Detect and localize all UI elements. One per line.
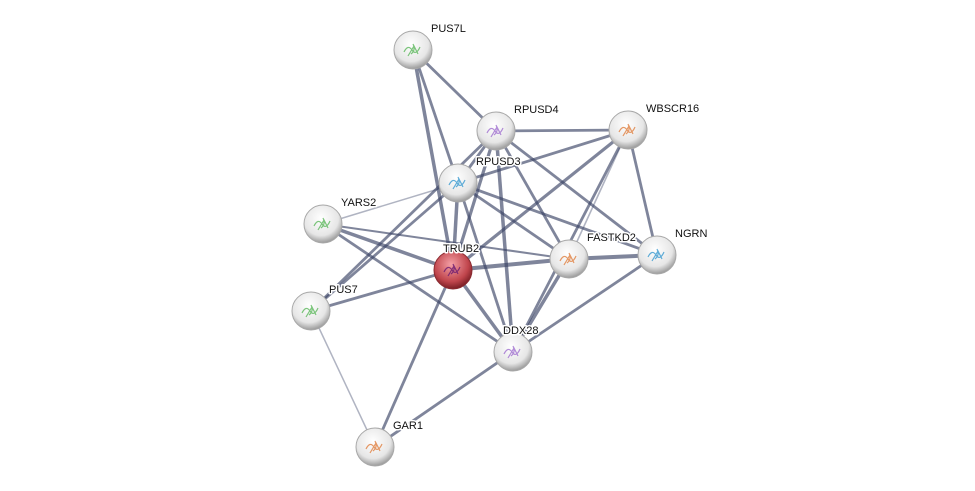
- node-bubble[interactable]: [433, 250, 473, 290]
- node-ddx28[interactable]: DDX28: [493, 324, 540, 372]
- node-bubble[interactable]: [493, 332, 533, 372]
- node-bubble[interactable]: [438, 163, 478, 203]
- node-label: GAR1: [393, 420, 423, 432]
- node-bubble[interactable]: [291, 291, 331, 331]
- edge-trub2-pus7[interactable]: [310, 268, 454, 313]
- node-bubble[interactable]: [476, 111, 516, 151]
- edge-rpusd4-trub2[interactable]: [451, 130, 498, 271]
- protein-structure-icon: [647, 248, 665, 262]
- node-wbscr16[interactable]: WBSCR16: [608, 102, 701, 150]
- edge-rpusd3-yars2[interactable]: [322, 182, 459, 225]
- node-bubble[interactable]: [549, 239, 589, 279]
- edge-wbscr16-rpusd3[interactable]: [457, 128, 629, 185]
- edge-yars2-trub2[interactable]: [322, 222, 454, 272]
- node-bubble[interactable]: [303, 204, 343, 244]
- node-label: YARS2: [341, 197, 376, 209]
- protein-structure-icon: [301, 304, 319, 318]
- protein-structure-icon: [365, 440, 383, 454]
- node-label: PUS7: [329, 284, 358, 296]
- node-label: DDX28: [503, 325, 538, 337]
- edge-trub2-gar1[interactable]: [373, 269, 455, 448]
- edge-rpusd4-ngrn[interactable]: [495, 129, 658, 257]
- node-bubble[interactable]: [608, 110, 648, 150]
- edge-rpusd4-fastkd2[interactable]: [494, 130, 571, 260]
- node-gar1[interactable]: GAR1: [355, 419, 424, 467]
- node-label: TRUB2: [443, 243, 479, 255]
- protein-structure-icon: [618, 123, 636, 137]
- node-bubble[interactable]: [393, 30, 433, 70]
- edge-ngrn-ddx28[interactable]: [512, 253, 658, 354]
- node-label: NGRN: [675, 228, 707, 240]
- node-pus7[interactable]: PUS7: [291, 283, 359, 331]
- edge-gar1-ddx28[interactable]: [374, 350, 514, 449]
- node-rpusd3[interactable]: RPUSD3: [438, 155, 522, 203]
- protein-structure-icon: [559, 252, 577, 266]
- edge-rpusd4-pus7[interactable]: [310, 129, 497, 313]
- protein-structure-icon: [443, 263, 461, 277]
- edge-yars2-fastkd2[interactable]: [322, 223, 570, 260]
- node-rpusd4[interactable]: RPUSD4: [476, 103, 560, 151]
- node-label: RPUSD4: [514, 104, 559, 116]
- node-yars2[interactable]: YARS2: [303, 196, 378, 244]
- node-bubble[interactable]: [637, 235, 677, 275]
- node-ngrn[interactable]: NGRN: [637, 227, 709, 275]
- protein-structure-icon: [313, 217, 331, 231]
- edge-wbscr16-ngrn[interactable]: [626, 129, 659, 256]
- edge-pus7-gar1[interactable]: [310, 310, 376, 448]
- node-pus7l[interactable]: PUS7L: [393, 22, 467, 70]
- edge-yars2-ddx28[interactable]: [322, 222, 514, 354]
- edge-rpusd4-ddx28[interactable]: [494, 130, 515, 353]
- node-fastkd2[interactable]: FASTKD2: [549, 231, 637, 279]
- edge-pus7l-trub2[interactable]: [411, 49, 455, 271]
- node-trub2[interactable]: TRUB2: [433, 242, 481, 290]
- protein-structure-icon: [448, 176, 466, 190]
- node-label: FASTKD2: [587, 232, 636, 244]
- node-label: PUS7L: [431, 23, 466, 35]
- protein-structure-icon: [486, 124, 504, 138]
- edge-rpusd4-wbscr16[interactable]: [495, 128, 629, 133]
- node-bubble[interactable]: [355, 427, 395, 467]
- edge-rpusd3-fastkd2[interactable]: [457, 181, 570, 261]
- edge-pus7l-rpusd3[interactable]: [411, 49, 460, 184]
- protein-structure-icon: [503, 345, 521, 359]
- protein-structure-icon: [403, 43, 421, 57]
- node-label: WBSCR16: [646, 103, 699, 115]
- node-label: RPUSD3: [476, 156, 521, 168]
- edge-rpusd3-ngrn[interactable]: [457, 181, 658, 257]
